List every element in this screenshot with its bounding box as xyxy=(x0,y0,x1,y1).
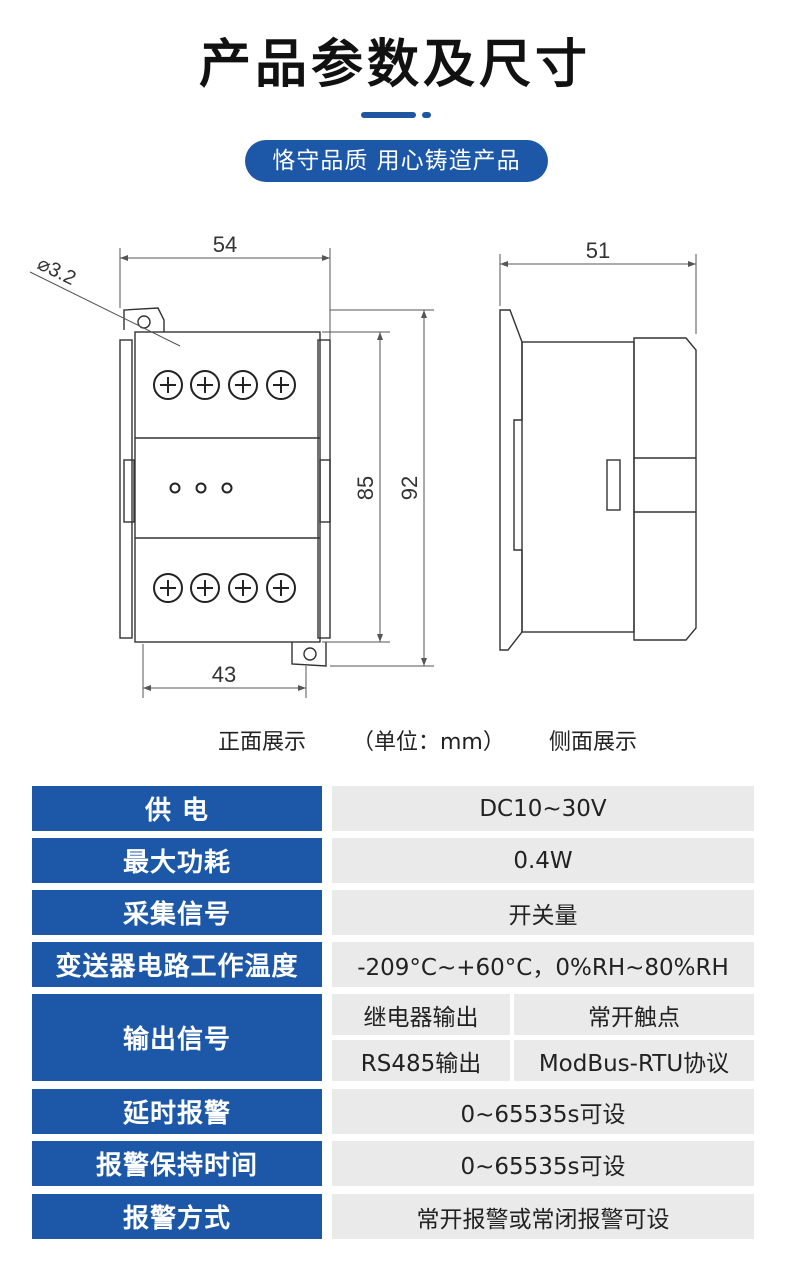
spec-value: 0.4W xyxy=(332,838,754,883)
caption-side: 侧面展示 xyxy=(549,730,638,755)
spec-value: DC10~30V xyxy=(332,786,754,831)
side-body xyxy=(521,341,635,633)
dim-front-height-outer: 92 xyxy=(397,476,422,500)
caption-unit: （单位：mm） xyxy=(352,730,505,755)
spec-label: 最大功耗 xyxy=(32,838,322,883)
side-clip xyxy=(606,459,621,511)
output-subrow: 继电器输出 常开触点 xyxy=(332,994,754,1035)
output-subrow: RS485输出 ModBus-RTU协议 xyxy=(332,1040,754,1081)
output-detail: 常开触点 xyxy=(514,994,754,1035)
spec-label: 报警方式 xyxy=(32,1194,322,1239)
underline-dot xyxy=(422,112,431,118)
dim-side-width: 51 xyxy=(586,238,610,263)
front-top-tab xyxy=(123,307,165,332)
slogan-badge: 恪守品质 用心铸造产品 xyxy=(245,140,548,182)
spec-value: 常开报警或常闭报警可设 xyxy=(332,1194,754,1239)
spec-row-signal: 采集信号 开关量 xyxy=(32,890,754,935)
spec-label: 供 电 xyxy=(32,786,322,831)
spec-value: 0~65535s可设 xyxy=(332,1089,754,1134)
spec-label: 延时报警 xyxy=(32,1089,322,1134)
spec-value-split: 继电器输出 常开触点 RS485输出 ModBus-RTU协议 xyxy=(332,994,754,1081)
side-front-cover xyxy=(633,337,697,641)
spec-row-alarm-hold: 报警保持时间 0~65535s可设 xyxy=(32,1141,754,1186)
spec-row-delay-alarm: 延时报警 0~65535s可设 xyxy=(32,1089,754,1134)
dim-front-width-bottom: 43 xyxy=(212,662,236,687)
spec-row-alarm-mode: 报警方式 常开报警或常闭报警可设 xyxy=(32,1194,754,1239)
front-rail-left xyxy=(119,339,133,639)
front-top-terminals xyxy=(153,370,296,400)
front-bottom-terminals xyxy=(153,573,296,603)
underline-bar xyxy=(361,112,416,118)
front-indicator-leds xyxy=(169,482,233,494)
spec-row-power: 供 电 DC10~30V xyxy=(32,786,754,831)
dim-hole-diameter: ⌀3.2 xyxy=(34,253,79,290)
front-clip-left xyxy=(123,459,135,523)
front-bottom-tab xyxy=(291,642,327,667)
spec-value: -209°C~+60°C，0%RH~80%RH xyxy=(332,942,754,987)
output-detail: ModBus-RTU协议 xyxy=(514,1040,754,1081)
front-bottom-hole xyxy=(303,647,317,661)
spec-row-power-consumption: 最大功耗 0.4W xyxy=(32,838,754,883)
output-type: 继电器输出 xyxy=(332,994,510,1035)
spec-label: 变送器电路工作温度 xyxy=(32,942,322,987)
spec-label: 报警保持时间 xyxy=(32,1141,322,1186)
page-title: 产品参数及尺寸 xyxy=(198,35,591,95)
spec-value: 开关量 xyxy=(332,890,754,935)
output-type: RS485输出 xyxy=(332,1040,510,1081)
spec-row-temperature: 变送器电路工作温度 -209°C~+60°C，0%RH~80%RH xyxy=(32,942,754,987)
spec-label: 输出信号 xyxy=(32,994,322,1081)
spec-row-output: 输出信号 继电器输出 常开触点 RS485输出 ModBus-RTU协议 xyxy=(32,994,754,1081)
dimension-drawing: 54 43 85 92 ⌀3.2 51 xyxy=(29,232,697,698)
dim-front-height-inner: 85 xyxy=(353,476,378,500)
spec-label: 采集信号 xyxy=(32,890,322,935)
spec-value: 0~65535s可设 xyxy=(332,1141,754,1186)
dim-front-width-top: 54 xyxy=(213,232,237,257)
side-din-clip xyxy=(499,309,523,651)
front-clip-right xyxy=(319,459,331,523)
caption-front: 正面展示 xyxy=(218,730,307,755)
